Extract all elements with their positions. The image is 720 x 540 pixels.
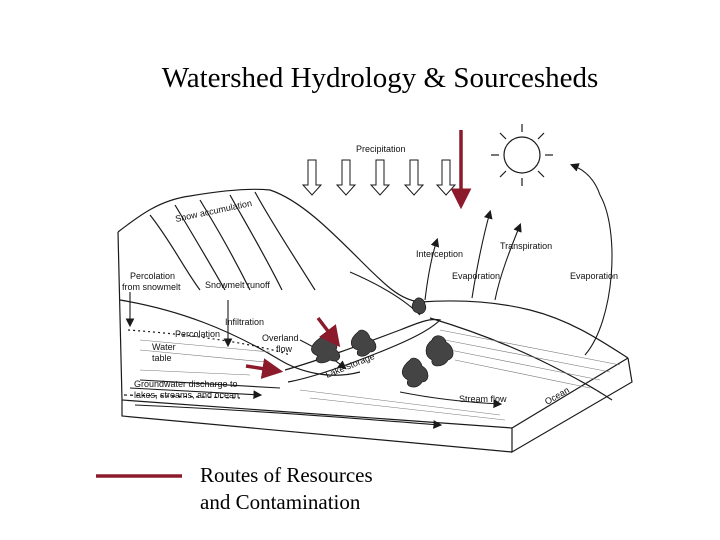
precipitation-arrows [301,159,457,196]
label-evaporation-center: Evaporation [452,271,500,281]
route-arrow-groundwater [245,358,284,379]
cycle-arrows [125,163,613,429]
terrain-block [117,188,633,454]
legend: Routes of Resources and Contamination [200,462,373,516]
page-title: Watershed Hydrology & Sourcesheds [161,62,599,94]
label-transpiration: Transpiration [500,241,552,251]
label-snowmelt-runoff: Snowmelt runoff [205,280,270,290]
label-interception: Interception [416,249,463,259]
label-overland-flow-2: flow [276,344,293,354]
sun-icon [491,124,553,186]
diagram-labels: Precipitation Snow accumulation Transpir… [122,144,618,407]
label-ocean: Ocean [543,385,571,407]
route-arrows [245,130,472,379]
label-groundwater: Groundwater discharge to [134,379,238,389]
label-groundwater-2: lakes, streams, and ocean [134,390,239,400]
legend-line-1: Routes of Resources [200,463,373,487]
label-stream-flow: Stream flow [459,394,507,404]
terrain-shading [139,329,621,421]
route-arrow-overland [316,316,341,348]
label-overland-flow: Overland [262,333,299,343]
label-water-table: Water [152,342,176,352]
label-percolation-snowmelt: Percolation [130,271,175,281]
label-water-table-2: table [152,353,172,363]
label-evaporation-right: Evaporation [570,271,618,281]
legend-line-2: and Contamination [200,490,361,514]
label-percolation: Percolation [175,329,220,339]
label-precipitation: Precipitation [356,144,406,154]
label-percolation-snowmelt-2: from snowmelt [122,282,181,292]
label-snow-accumulation: Snow accumulation [174,198,252,224]
label-infiltration: Infiltration [225,317,264,327]
